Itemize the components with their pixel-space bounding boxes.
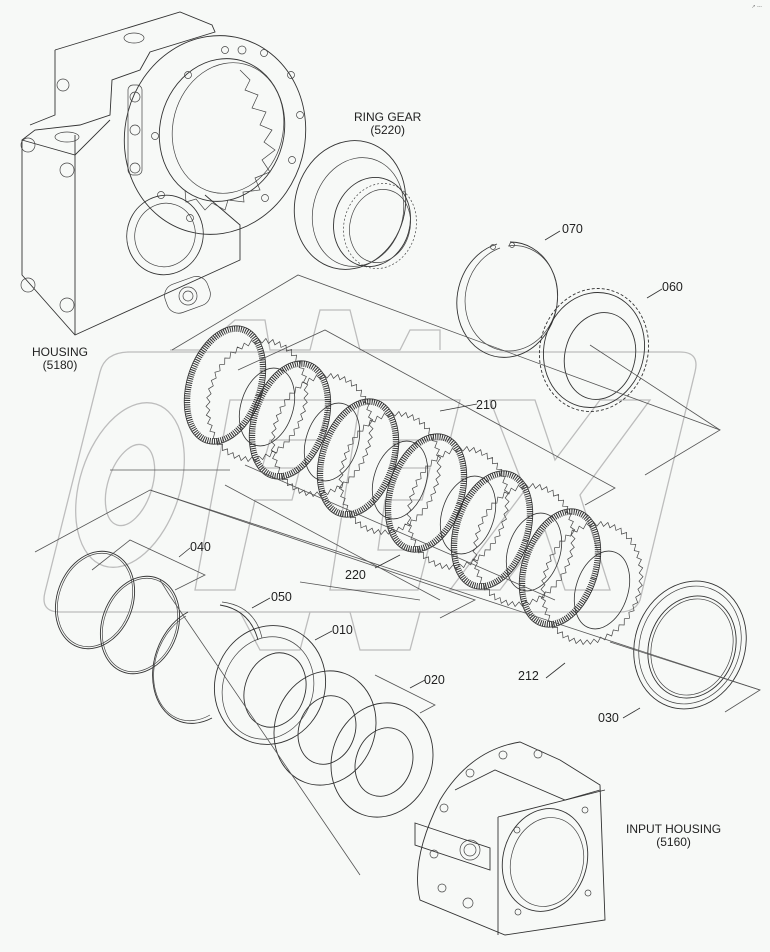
ring-gear-part: [293, 140, 417, 270]
clutch-disc: [518, 508, 644, 646]
callout-020: 020: [424, 673, 445, 687]
piston-010: [213, 625, 327, 745]
friction-plate-edge: [248, 360, 332, 480]
callout-210: 210: [476, 398, 497, 412]
friction-plate: [451, 470, 533, 590]
group-bracket-lines: [34, 274, 761, 876]
ring-gear-code: (5220): [370, 123, 406, 137]
steel-plate-bore: [371, 440, 429, 520]
steel-plate-bore: [439, 475, 497, 555]
input-housing-name: INPUT HOUSING: [626, 822, 722, 836]
seal-ring-030: [633, 580, 747, 710]
callout-212: 212: [518, 669, 539, 683]
steel-plate-teeth: [205, 337, 309, 463]
callout-220: 220: [345, 568, 366, 582]
friction-plate-edge: [518, 508, 602, 628]
ring-gear-label: RING GEAR (5220): [354, 111, 421, 137]
friction-plate-edge: [450, 470, 534, 590]
input-housing-code: (5160): [656, 835, 691, 849]
steel-plate-teeth: [540, 520, 644, 646]
watermark-logo: [43, 309, 697, 651]
steel-plate-bore: [573, 550, 631, 630]
disc-springs-020: [273, 670, 434, 818]
clutch-disc-stack: [183, 325, 644, 646]
clutch-disc: [248, 360, 374, 498]
clutch-disc: [384, 433, 510, 571]
steel-plate-teeth: [406, 445, 510, 571]
callout-030: 030: [598, 711, 619, 725]
callout-070: 070: [562, 222, 583, 236]
input-housing-part: [414, 741, 606, 936]
steel-plate-teeth: [270, 372, 374, 498]
corner-mark: ↗ ---: [751, 4, 762, 10]
friction-plate-edge: [384, 433, 468, 553]
callout-050: 050: [271, 590, 292, 604]
housing-label: HOUSING (5180): [32, 346, 88, 372]
friction-plate: [385, 433, 467, 553]
clutch-disc: [316, 398, 442, 536]
callout-040: 040: [190, 540, 211, 554]
leader-lines: [178, 230, 663, 719]
housing-name: HOUSING: [32, 345, 89, 359]
callout-060: 060: [662, 280, 683, 294]
friction-plate: [184, 325, 266, 445]
ring-gear-name: RING GEAR: [354, 110, 422, 124]
steel-plate-bore: [505, 512, 563, 592]
steel-plate-teeth: [472, 482, 576, 608]
toothed-plate-060: [538, 288, 650, 412]
piston-rings-040: [54, 550, 213, 724]
input-housing-label: INPUT HOUSING (5160): [626, 823, 721, 849]
housing-code: (5180): [42, 358, 78, 372]
clutch-disc: [450, 470, 576, 608]
steel-plate-bore: [238, 367, 296, 447]
snap-ring-070: [456, 241, 559, 358]
callout-010: 010: [332, 623, 353, 637]
friction-plate: [249, 360, 331, 480]
housing-part: [20, 11, 307, 336]
friction-plate: [519, 508, 601, 628]
retaining-ring-050: [219, 601, 263, 641]
friction-plate: [317, 398, 399, 518]
